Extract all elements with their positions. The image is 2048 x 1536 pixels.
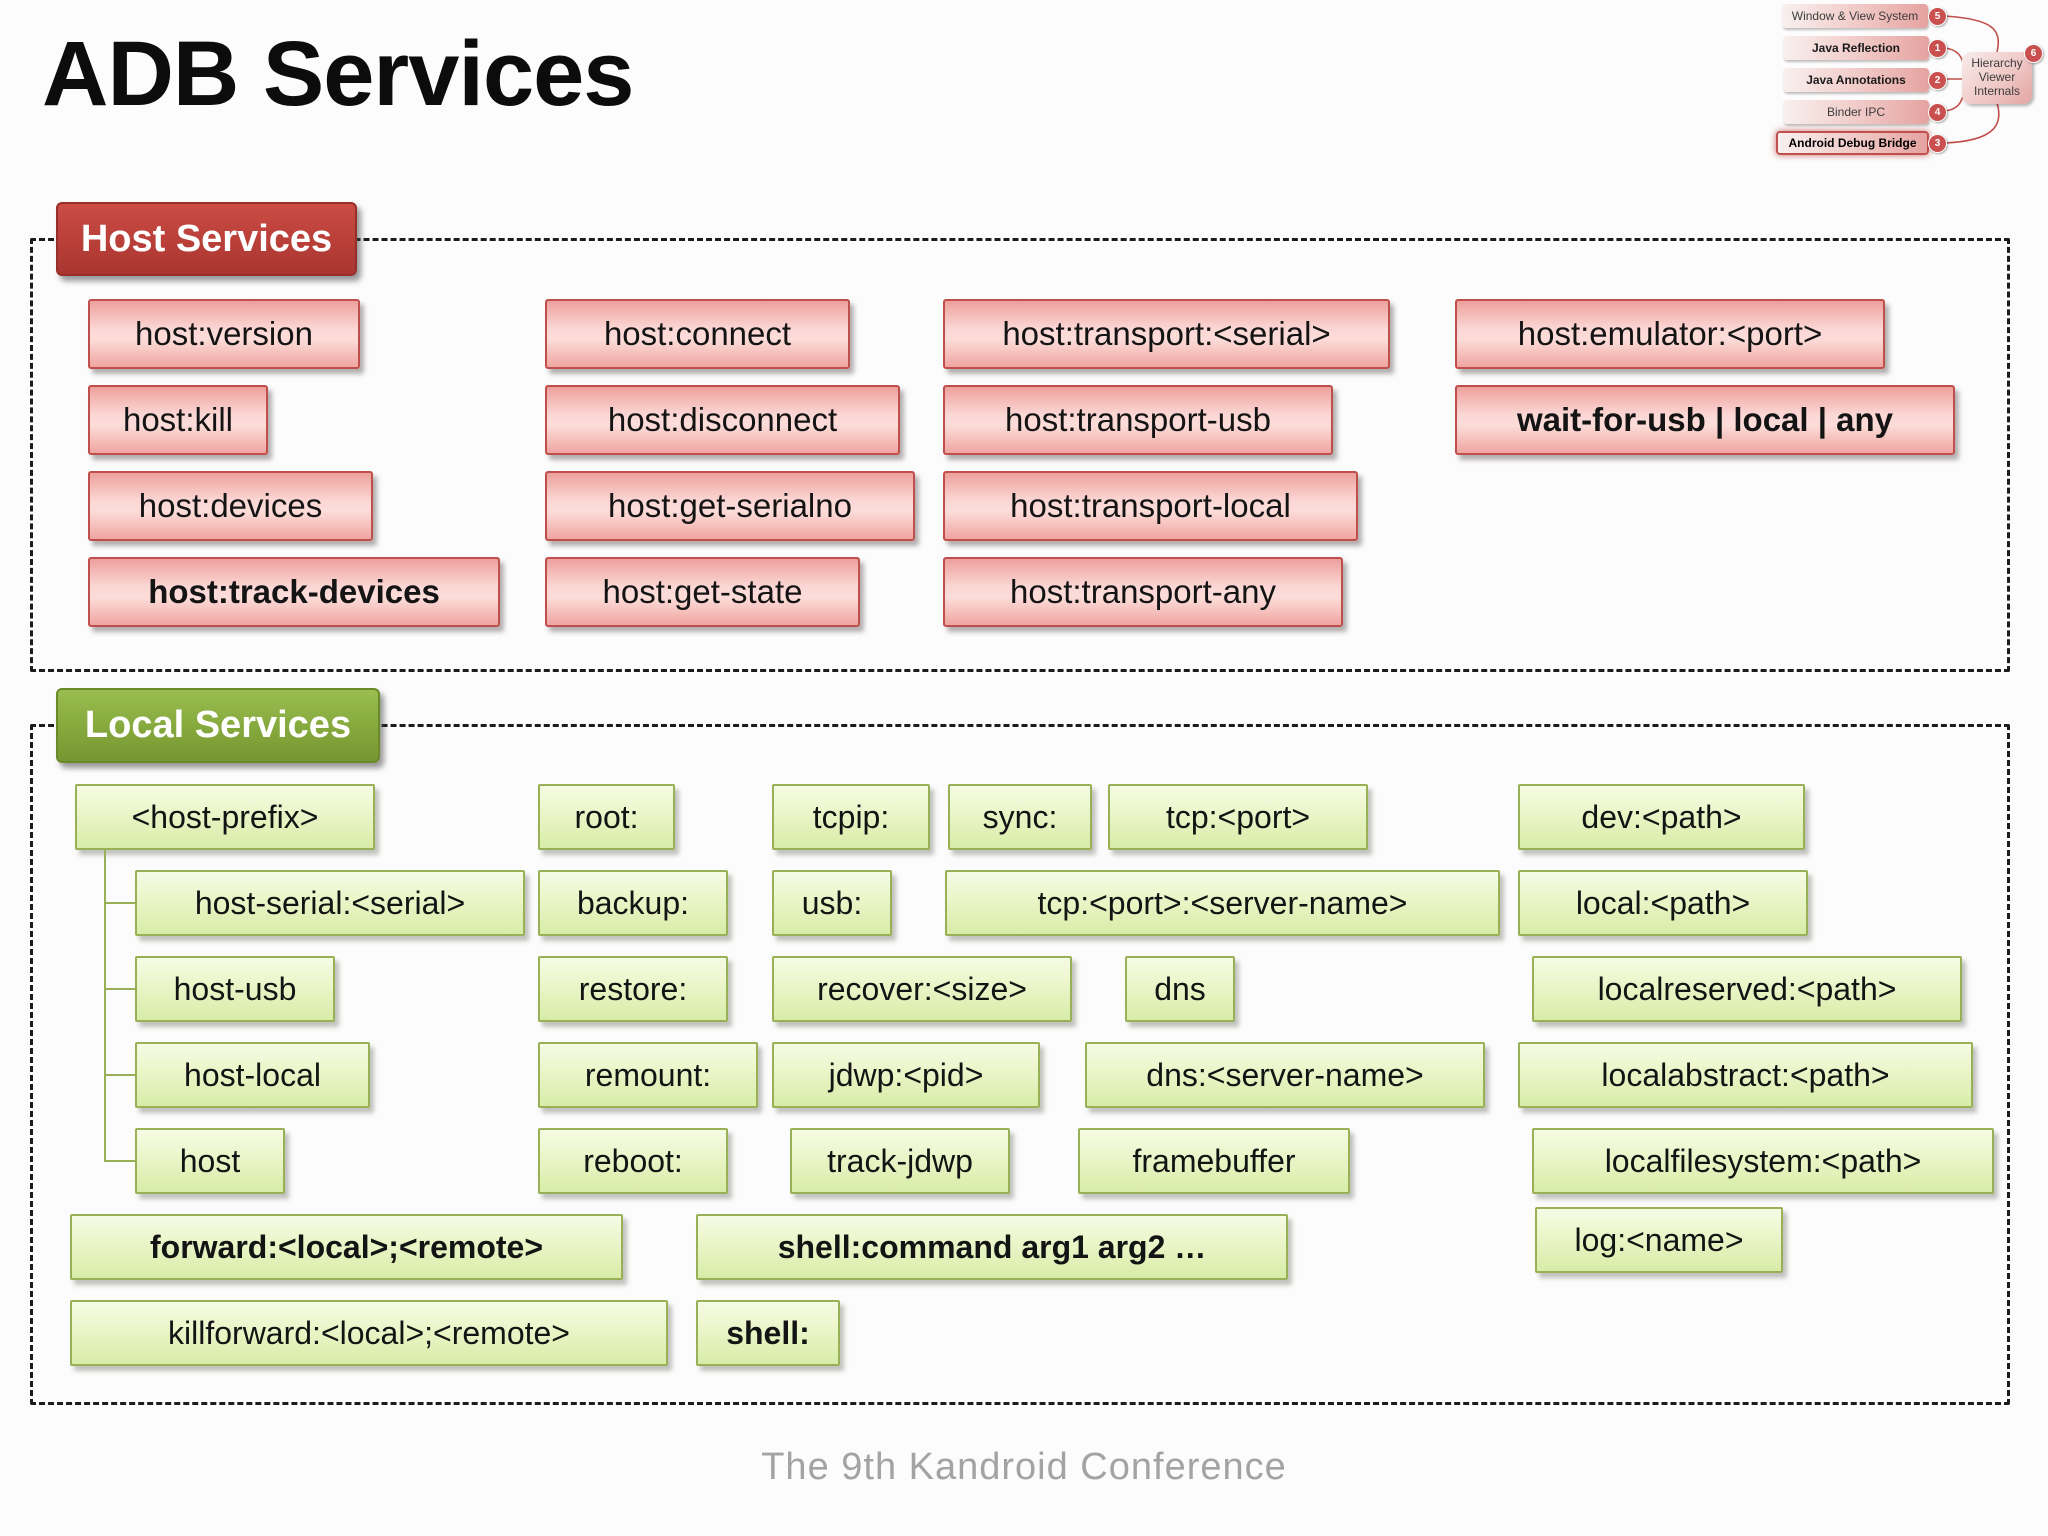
box-shell: shell: — [696, 1300, 840, 1366]
box-track-jdwp: track-jdwp — [790, 1128, 1010, 1194]
box-wait-for-usb-local-any: wait-for-usb | local | any — [1455, 385, 1955, 455]
mini-layer-label: Java Annotations — [1806, 73, 1906, 87]
box-host-disconnect: host:disconnect — [545, 385, 900, 455]
mini-layer-java-annotations: Java Annotations — [1783, 68, 1929, 92]
mini-layer-number-badge: 5 — [1928, 7, 1947, 26]
box-host-transport-usb: host:transport-usb — [943, 385, 1333, 455]
host-services-badge: Host Services — [56, 202, 357, 276]
box-localabstract-path: localabstract:<path> — [1518, 1042, 1973, 1108]
local-services-badge-label: Local Services — [84, 704, 352, 746]
host-services-badge-label: Host Services — [80, 217, 333, 260]
box-host-get-state: host:get-state — [545, 557, 860, 627]
mini-layer-window-view-system: Window & View System — [1782, 4, 1928, 28]
mini-layer-number-badge: 4 — [1928, 103, 1947, 122]
box-tcp-port: tcp:<port> — [1108, 784, 1368, 850]
box-forward-local-remote: forward:<local>;<remote> — [70, 1214, 623, 1280]
box-host-serial-serial: host-serial:<serial> — [135, 870, 525, 936]
box-dev-path: dev:<path> — [1518, 784, 1805, 850]
mini-layer-number: 5 — [1934, 11, 1941, 22]
box-host-get-serialno: host:get-serialno — [545, 471, 915, 541]
local-services-region — [30, 724, 2010, 1405]
box-root: root: — [538, 784, 675, 850]
tree-connector-line — [104, 988, 135, 990]
box-jdwp-pid: jdwp:<pid> — [772, 1042, 1040, 1108]
box-tcpip: tcpip: — [772, 784, 930, 850]
box-host-connect: host:connect — [545, 299, 850, 369]
host-services-region — [30, 238, 2010, 672]
mini-diagram-connectors — [1943, 15, 2000, 144]
footer-text: The 9th Kandroid Conference — [761, 1446, 1287, 1488]
box-remount: remount: — [538, 1042, 758, 1108]
local-services-badge: Local Services — [56, 688, 380, 763]
mini-layer-label: Android Debug Bridge — [1788, 136, 1917, 150]
box-host-usb: host-usb — [135, 956, 335, 1022]
box-host-devices: host:devices — [88, 471, 373, 541]
box-log-name: log:<name> — [1535, 1207, 1783, 1273]
box-usb: usb: — [772, 870, 892, 936]
tree-connector-line — [104, 1074, 135, 1076]
tree-connector-line — [104, 902, 135, 904]
mini-box-label: Hierarchy Viewer Internals — [1971, 56, 2023, 98]
box-localreserved-path: localreserved:<path> — [1532, 956, 1962, 1022]
mini-layer-label: Window & View System — [1791, 9, 1919, 23]
box-killforward-local-remote: killforward:<local>;<remote> — [70, 1300, 668, 1366]
mini-layer-number: 6 — [2030, 48, 2037, 59]
mini-layer-number: 4 — [1934, 107, 1941, 118]
box-host-track-devices: host:track-devices — [88, 557, 500, 627]
mini-layer-java-reflection: Java Reflection — [1783, 36, 1929, 60]
box-tcp-port-server-name: tcp:<port>:<server-name> — [945, 870, 1500, 936]
mini-layer-number: 3 — [1934, 138, 1941, 149]
mini-layer-number: 1 — [1934, 43, 1941, 54]
mini-layer-number-badge: 6 — [2024, 44, 2043, 63]
box-host: host — [135, 1128, 285, 1194]
mini-hierarchy-viewer-internals-box: Hierarchy Viewer Internals — [1962, 52, 2032, 104]
mini-layer-number-badge: 1 — [1928, 39, 1947, 58]
box-host-kill: host:kill — [88, 385, 268, 455]
mini-layer-binder-ipc: Binder IPC — [1783, 100, 1929, 124]
mini-layer-label: Binder IPC — [1826, 105, 1886, 119]
box-dns-server-name: dns:<server-name> — [1085, 1042, 1485, 1108]
mini-layer-number: 2 — [1934, 75, 1941, 86]
box-host-transport-serial: host:transport:<serial> — [943, 299, 1390, 369]
mini-layer-label: Java Reflection — [1811, 41, 1901, 55]
tree-connector-line — [104, 1160, 135, 1162]
box-host-local: host-local — [135, 1042, 370, 1108]
box-restore: restore: — [538, 956, 728, 1022]
tree-connector-line — [104, 850, 106, 1162]
box-local-path: local:<path> — [1518, 870, 1808, 936]
box-framebuffer: framebuffer — [1078, 1128, 1350, 1194]
box-host-prefix: <host-prefix> — [75, 784, 375, 850]
box-backup: backup: — [538, 870, 728, 936]
box-sync: sync: — [948, 784, 1092, 850]
box-host-version: host:version — [88, 299, 360, 369]
box-dns: dns — [1125, 956, 1235, 1022]
mini-layer-number-badge: 3 — [1928, 134, 1947, 153]
box-recover-size: recover:<size> — [772, 956, 1072, 1022]
box-host-transport-local: host:transport-local — [943, 471, 1358, 541]
box-localfilesystem-path: localfilesystem:<path> — [1532, 1128, 1994, 1194]
box-host-emulator-port: host:emulator:<port> — [1455, 299, 1885, 369]
box-shell-command-args: shell:command arg1 arg2 … — [696, 1214, 1288, 1280]
box-reboot: reboot: — [538, 1128, 728, 1194]
mini-layer-number-badge: 2 — [1928, 71, 1947, 90]
mini-layer-android-debug-bridge: Android Debug Bridge — [1776, 131, 1929, 155]
page-title: ADB Services — [42, 23, 634, 125]
box-host-transport-any: host:transport-any — [943, 557, 1343, 627]
